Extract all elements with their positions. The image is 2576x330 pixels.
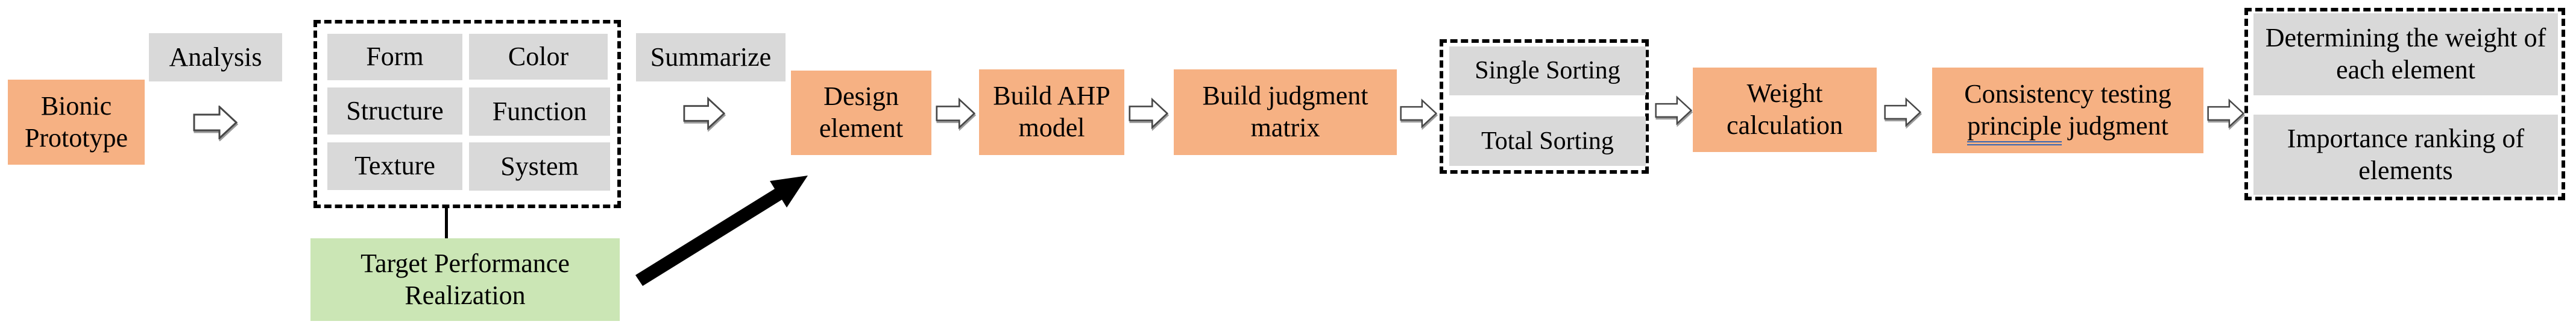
node-design-element: Design element — [791, 71, 931, 155]
node-bionic-prototype-label: Bionic Prototype — [24, 90, 128, 153]
node-weight-calculation-label: Weight calculation — [1726, 78, 1843, 140]
hollow-right-arrow-icon — [1655, 95, 1692, 125]
hollow-right-arrow-icon — [683, 97, 725, 130]
element-function-label: Function — [492, 96, 587, 126]
group-results — [2244, 8, 2565, 200]
element-color-label: Color — [508, 41, 569, 71]
solid-diagonal-arrow-icon — [635, 176, 808, 286]
consistency-line1: Consistency testing — [1964, 79, 2171, 109]
consistency-underlined-word: principle — [1967, 111, 2062, 145]
element-texture-label: Texture — [354, 151, 435, 181]
node-bionic-prototype: Bionic Prototype — [8, 80, 145, 165]
element-form-label: Form — [366, 42, 424, 72]
hollow-right-arrow-icon — [193, 106, 238, 139]
node-determining-weight-label: Determining the weight of each element — [2265, 23, 2546, 84]
consistency-line2-rest: judgment — [2061, 111, 2168, 141]
group-sorting — [1440, 39, 1649, 174]
node-build-judgment-matrix-label: Build judgment matrix — [1202, 81, 1368, 142]
element-color: Color — [469, 34, 608, 80]
node-determining-weight: Determining the weight of each element — [2253, 13, 2558, 95]
node-build-ahp-model-label: Build AHP model — [993, 81, 1110, 142]
node-consistency-testing: Consistency testing principle judgment — [1932, 68, 2203, 153]
label-summarize: Summarize — [636, 33, 786, 81]
hollow-right-arrow-icon — [1129, 97, 1168, 130]
node-design-element-label: Design element — [819, 81, 904, 143]
element-system-label: System — [500, 151, 579, 181]
element-texture: Texture — [327, 142, 462, 190]
element-form: Form — [327, 34, 462, 80]
node-build-judgment-matrix: Build judgment matrix — [1174, 69, 1397, 155]
label-analysis-text: Analysis — [169, 42, 262, 72]
node-importance-ranking-label: Importance ranking of elements — [2287, 123, 2525, 185]
element-structure-label: Structure — [346, 95, 444, 125]
node-importance-ranking: Importance ranking of elements — [2253, 115, 2558, 195]
vertical-line-connector — [445, 208, 448, 239]
hollow-right-arrow-icon — [1884, 97, 1921, 127]
node-build-ahp-model: Build AHP model — [979, 69, 1124, 155]
element-system: System — [469, 142, 610, 191]
node-target-performance-label: Target Performance Realization — [361, 248, 570, 310]
node-single-sorting-label: Single Sorting — [1475, 57, 1620, 85]
node-total-sorting: Total Sorting — [1449, 116, 1646, 166]
node-target-performance: Target Performance Realization — [310, 238, 620, 321]
node-single-sorting: Single Sorting — [1449, 46, 1646, 95]
hollow-right-arrow-icon — [1400, 98, 1437, 129]
hollow-right-arrow-icon — [936, 97, 975, 130]
node-weight-calculation: Weight calculation — [1693, 68, 1877, 152]
element-function: Function — [469, 87, 610, 136]
hollow-right-arrow-icon — [2207, 98, 2244, 129]
group-bionic-elements — [313, 20, 621, 208]
element-structure: Structure — [327, 87, 462, 135]
label-analysis: Analysis — [149, 33, 282, 81]
label-summarize-text: Summarize — [650, 42, 772, 72]
node-total-sorting-label: Total Sorting — [1481, 127, 1614, 155]
node-consistency-testing-label: Consistency testing principle judgment — [1964, 78, 2171, 145]
